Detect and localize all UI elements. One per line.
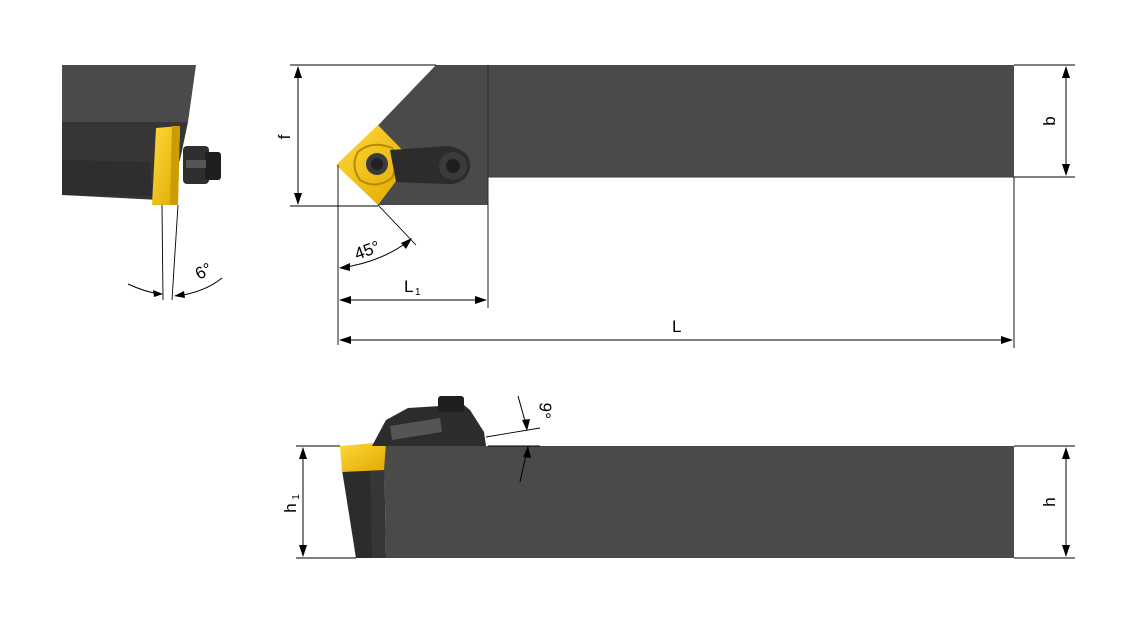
side-detail-view: 6°: [62, 65, 223, 301]
angle-6-arrow-left: [153, 290, 163, 297]
angle-45-arrow-right: [401, 238, 412, 249]
front-view-head-shadow: [342, 470, 372, 558]
L1-subscript: 1: [415, 287, 421, 298]
h-arrow-bottom: [1062, 545, 1070, 557]
angle-45-arrow-left: [339, 263, 350, 271]
angle-45-label: 45°: [352, 237, 383, 264]
L-label: L: [672, 317, 681, 336]
h1-arrow-bottom: [299, 545, 307, 557]
L1-arrow-right: [475, 296, 487, 304]
L-arrow-left: [339, 336, 351, 344]
angle-9-label: 9°: [535, 402, 555, 420]
front-view-clamp-highlight: [390, 418, 442, 440]
L1-label: L: [404, 277, 413, 296]
f-label: f: [275, 134, 294, 139]
front-view-head: [384, 446, 488, 558]
L-arrow-right: [1001, 336, 1013, 344]
side-detail-clamp-highlight: [186, 160, 206, 168]
h1-arrow-top: [299, 447, 307, 459]
b-arrow-top: [1062, 66, 1070, 78]
side-detail-body-top: [62, 65, 196, 122]
top-view: f b 45° L 1 L: [275, 64, 1075, 348]
top-view-shank: [488, 65, 1014, 177]
front-view-insert-icon: [340, 442, 386, 472]
angle-6-line-a: [161, 204, 164, 301]
f-arrow-bottom: [294, 193, 302, 205]
h-arrow-top: [1062, 447, 1070, 459]
front-view: h 1 h 9°: [281, 395, 1075, 559]
side-detail-insert-edge: [170, 126, 180, 205]
h1-subscript: 1: [291, 494, 302, 500]
h1-label: h: [281, 503, 300, 512]
angle-9-arrow-bottom: [523, 446, 531, 458]
f-arrow-top: [294, 66, 302, 78]
side-detail-shadow: [62, 160, 152, 196]
front-view-shank: [488, 446, 1014, 558]
angle-45-ext-diagonal: [377, 204, 417, 246]
top-view-insert-chipbreaker: [353, 143, 397, 186]
b-arrow-bottom: [1062, 164, 1070, 176]
angle-9-ext-tilted: [485, 427, 541, 438]
front-view-screw-icon: [438, 396, 464, 412]
b-label: b: [1040, 116, 1059, 125]
top-view-insert-pin: [371, 158, 383, 170]
angle-9-arrow-top: [522, 419, 530, 431]
h-label: h: [1040, 497, 1059, 506]
angle-6-arrow-right: [174, 291, 185, 298]
side-detail-screw-icon: [205, 152, 221, 180]
angle-6-line-b: [171, 204, 179, 301]
L1-arrow-left: [339, 296, 351, 304]
top-view-screw-socket: [446, 159, 460, 173]
angle-6-label: 6°: [192, 259, 215, 283]
